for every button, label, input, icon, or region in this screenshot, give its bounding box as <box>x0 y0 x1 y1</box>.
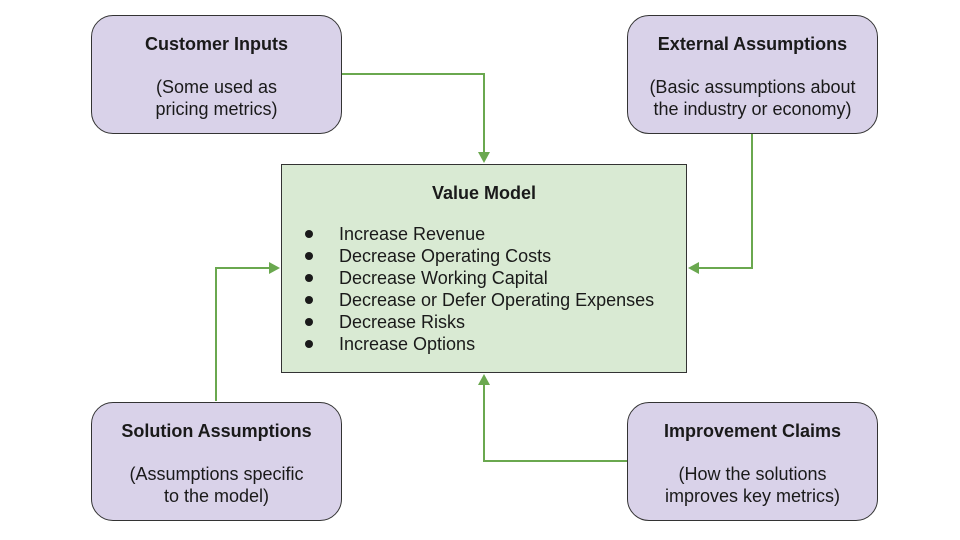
connector-external-assumptions <box>688 134 753 274</box>
customer-inputs-title: Customer Inputs <box>144 34 288 54</box>
external-assumptions-subtitle-line: (Basic assumptions about <box>649 77 856 97</box>
solution-assumptions-subtitle-line: to the model) <box>163 486 270 506</box>
external-assumptions-title: External Assumptions <box>657 34 848 54</box>
value-model-item: Decrease Risks <box>282 311 686 333</box>
bullet-icon <box>305 296 313 304</box>
connector-improvement-claims <box>478 374 627 462</box>
improvement-claims-title: Improvement Claims <box>663 421 842 441</box>
value-model-item-label: Increase Revenue <box>339 224 486 244</box>
bullet-icon <box>305 230 313 238</box>
value-model-item-label: Decrease Risks <box>339 312 466 332</box>
customer-inputs-subtitle-line: (Some used as <box>155 77 278 97</box>
value-model-list: Increase Revenue Decrease Operating Cost… <box>282 223 686 355</box>
value-model-item-label: Decrease Working Capital <box>339 268 548 288</box>
value-model-item-label: Decrease Operating Costs <box>339 246 552 266</box>
value-model-item: Increase Options <box>282 333 686 355</box>
solution-assumptions-subtitle: (Assumptions specific to the model) <box>92 463 341 507</box>
improvement-claims-box: Improvement Claims (How the solutions im… <box>627 402 878 521</box>
connector-customer-inputs <box>342 73 490 163</box>
external-assumptions-subtitle-line: the industry or economy) <box>653 99 852 119</box>
improvement-claims-subtitle-line: (How the solutions <box>678 464 827 484</box>
value-model-item-label: Increase Options <box>339 334 476 354</box>
value-model-item: Decrease Operating Costs <box>282 245 686 267</box>
solution-assumptions-subtitle-line: (Assumptions specific <box>129 464 304 484</box>
connector-solution-assumptions <box>215 262 280 401</box>
solution-assumptions-box: Solution Assumptions (Assumptions specif… <box>91 402 342 521</box>
value-model-item: Decrease Working Capital <box>282 267 686 289</box>
improvement-claims-subtitle-line: improves key metrics) <box>664 486 841 506</box>
customer-inputs-subtitle: (Some used as pricing metrics) <box>92 76 341 120</box>
bullet-icon <box>305 274 313 282</box>
value-model-title: Value Model <box>431 183 537 203</box>
bullet-icon <box>305 318 313 326</box>
bullet-icon <box>305 252 313 260</box>
external-assumptions-subtitle: (Basic assumptions about the industry or… <box>628 76 877 120</box>
value-model-item: Decrease or Defer Operating Expenses <box>282 289 686 311</box>
customer-inputs-box: Customer Inputs (Some used as pricing me… <box>91 15 342 134</box>
solution-assumptions-title: Solution Assumptions <box>121 421 312 441</box>
improvement-claims-subtitle: (How the solutions improves key metrics) <box>628 463 877 507</box>
customer-inputs-subtitle-line: pricing metrics) <box>155 99 278 119</box>
bullet-icon <box>305 340 313 348</box>
external-assumptions-box: External Assumptions (Basic assumptions … <box>627 15 878 134</box>
value-model-item-label: Decrease or Defer Operating Expenses <box>339 290 655 310</box>
value-model-box: Value Model Increase Revenue Decrease Op… <box>281 164 687 373</box>
value-model-item: Increase Revenue <box>282 223 686 245</box>
